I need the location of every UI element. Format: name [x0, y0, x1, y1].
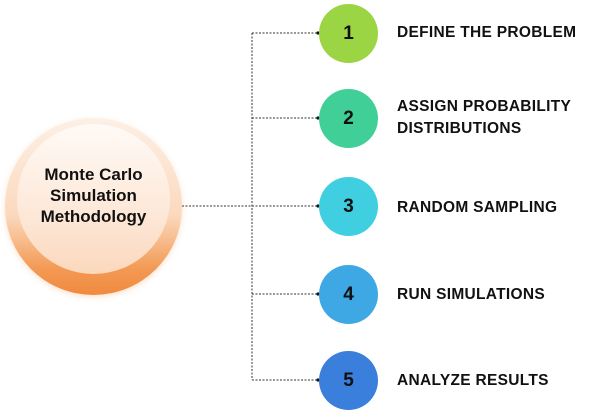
step-3-number-circle: 3 — [319, 177, 378, 236]
hub-title-line: Simulation — [50, 186, 137, 205]
step-number: 5 — [343, 369, 354, 391]
step-1-number-circle: 1 — [319, 4, 378, 63]
arrow-dot-5 — [316, 378, 320, 382]
step-2-label: ASSIGN PROBABILITY DISTRIBUTIONS — [397, 96, 571, 140]
hub-title-line: Monte Carlo — [44, 165, 143, 184]
step-5-number-circle: 5 — [319, 351, 378, 410]
hub-title-line: Methodology — [40, 207, 147, 226]
arrow-dot-4 — [316, 292, 320, 296]
step-label-line: RANDOM SAMPLING — [397, 199, 558, 216]
hub-inner-circle — [17, 124, 170, 274]
step-label-line: RUN SIMULATIONS — [397, 286, 546, 303]
step-1-label: DEFINE THE PROBLEM — [397, 22, 576, 44]
arrow-dot-2 — [316, 116, 320, 120]
step-number: 3 — [343, 195, 354, 217]
step-label-line: ANALYZE RESULTS — [397, 372, 549, 389]
arrow-dot-1 — [316, 31, 320, 35]
hub-circle: Monte Carlo Simulation Methodology — [5, 118, 182, 295]
step-3-label: RANDOM SAMPLING — [397, 197, 557, 219]
arrow-dot-3 — [316, 204, 320, 208]
hub-title: Monte Carlo Simulation Methodology — [5, 164, 182, 227]
step-number: 4 — [343, 283, 354, 305]
step-2-number-circle: 2 — [319, 89, 378, 148]
step-label-line: DISTRIBUTIONS — [397, 120, 522, 137]
step-4-number-circle: 4 — [319, 265, 378, 324]
step-label-line: ASSIGN PROBABILITY — [397, 98, 572, 115]
step-label-line: DEFINE THE PROBLEM — [397, 24, 577, 41]
step-number: 2 — [343, 107, 354, 129]
step-4-label: RUN SIMULATIONS — [397, 284, 545, 306]
step-number: 1 — [343, 22, 354, 44]
step-5-label: ANALYZE RESULTS — [397, 370, 549, 392]
